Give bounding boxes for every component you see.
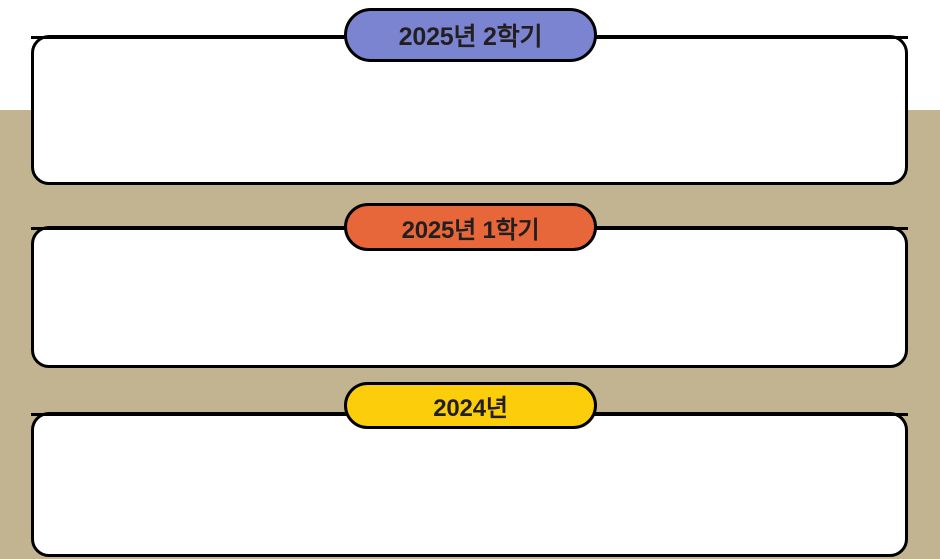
section-badge-2[interactable]: 2025년 1학기 [344, 203, 597, 251]
connector-line-left-2 [31, 227, 347, 230]
connector-line-right-1 [593, 36, 908, 39]
connector-line-left-3 [31, 413, 347, 416]
section-badge-1[interactable]: 2025년 2학기 [344, 8, 597, 62]
section-panel-3[interactable] [31, 412, 908, 557]
connector-line-right-3 [593, 413, 908, 416]
section-badge-3[interactable]: 2024년 [344, 382, 597, 429]
section-panel-3-body [34, 415, 905, 554]
connector-line-left-1 [31, 36, 347, 39]
connector-line-right-2 [593, 227, 908, 230]
